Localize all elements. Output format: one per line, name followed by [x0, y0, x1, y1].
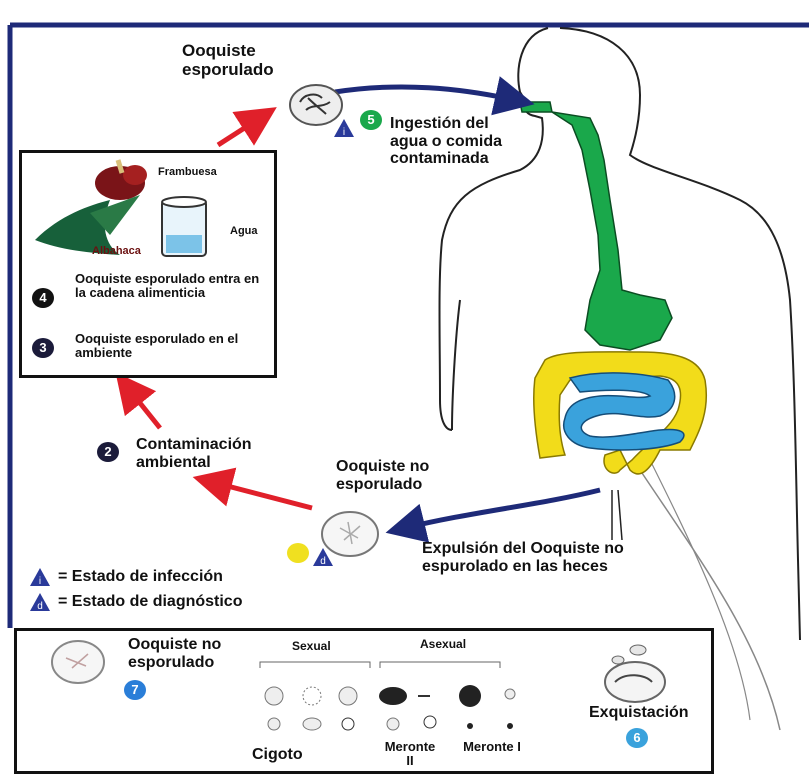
arrow-contamination	[212, 482, 312, 508]
svg-text:d: d	[37, 601, 43, 612]
albahaca-label: Albahaca	[92, 245, 141, 257]
phase-brackets	[250, 650, 510, 680]
svg-text:d: d	[320, 556, 326, 567]
arrow-expulsion	[405, 490, 600, 528]
step-6-number: 6	[633, 730, 640, 745]
arrow-to-food-box	[128, 388, 160, 428]
diagnostic-stage-icon: d	[312, 547, 334, 567]
agua-label: Agua	[230, 225, 258, 237]
infection-stage-icon: i	[333, 118, 355, 138]
contamination-text: Contaminación ambiental	[136, 436, 286, 471]
unsporulated-oocyst-text: Ooquiste no esporulado	[336, 458, 456, 493]
legend-diagnostic-text: = Estado de diagnóstico	[58, 593, 242, 611]
exquistation-image	[590, 638, 680, 708]
sporulated-oocyst-label: Ooquiste esporulado	[182, 41, 274, 79]
arrow-ingestion	[335, 87, 515, 100]
legend-infection-text: = Estado de infección	[58, 568, 223, 586]
frambuesa-label: Frambuesa	[158, 166, 217, 178]
step-2-badge: 2	[97, 442, 119, 462]
sexual-label: Sexual	[292, 640, 331, 653]
step-2-number: 2	[104, 444, 111, 459]
ingestion-label: Ingestión del agua o comida contaminada	[390, 115, 502, 167]
yellow-marker	[287, 543, 309, 563]
step-5-number: 5	[367, 112, 374, 127]
ingestion-text: Ingestión del agua o comida contaminada	[390, 115, 530, 168]
legend-diagnostic-icon: d	[29, 592, 51, 612]
svg-text:i: i	[39, 576, 41, 587]
cigoto-label: Cigoto	[252, 746, 303, 764]
step-4-number: 4	[39, 290, 46, 305]
food-images	[30, 155, 270, 265]
exquistation-label: Exquistación	[589, 704, 689, 722]
meronte-2-label: Meronte II	[380, 740, 440, 769]
stage-cells	[258, 682, 528, 742]
svg-text:i: i	[343, 127, 345, 138]
item-3-text: Ooquiste esporulado en el ambiente	[75, 332, 255, 361]
asexual-label: Asexual	[420, 638, 466, 651]
step-6-badge: 6	[626, 728, 648, 748]
step-7-number: 7	[131, 682, 138, 697]
expulsion-text: Expulsión del Ooquiste no espurolado en …	[422, 540, 652, 575]
arrow-to-sporulated	[218, 118, 260, 145]
step-5-badge: 5	[360, 110, 382, 130]
bottom-unsporulated-oocyst-text: Ooquiste no esporulado	[128, 636, 258, 671]
step-3-badge: 3	[32, 338, 54, 358]
step-7-badge: 7	[124, 680, 146, 700]
legend-infection-icon: i	[29, 567, 51, 587]
step-4-badge: 4	[32, 288, 54, 308]
step-3-number: 3	[39, 340, 46, 355]
bottom-unsporulated-oocyst-image	[48, 636, 108, 688]
item-4-text: Ooquiste esporulado entra en la cadena a…	[75, 272, 265, 301]
sporulated-oocyst-title: Ooquiste esporulado	[182, 42, 322, 79]
meronte-1-label: Meronte I	[462, 740, 522, 754]
